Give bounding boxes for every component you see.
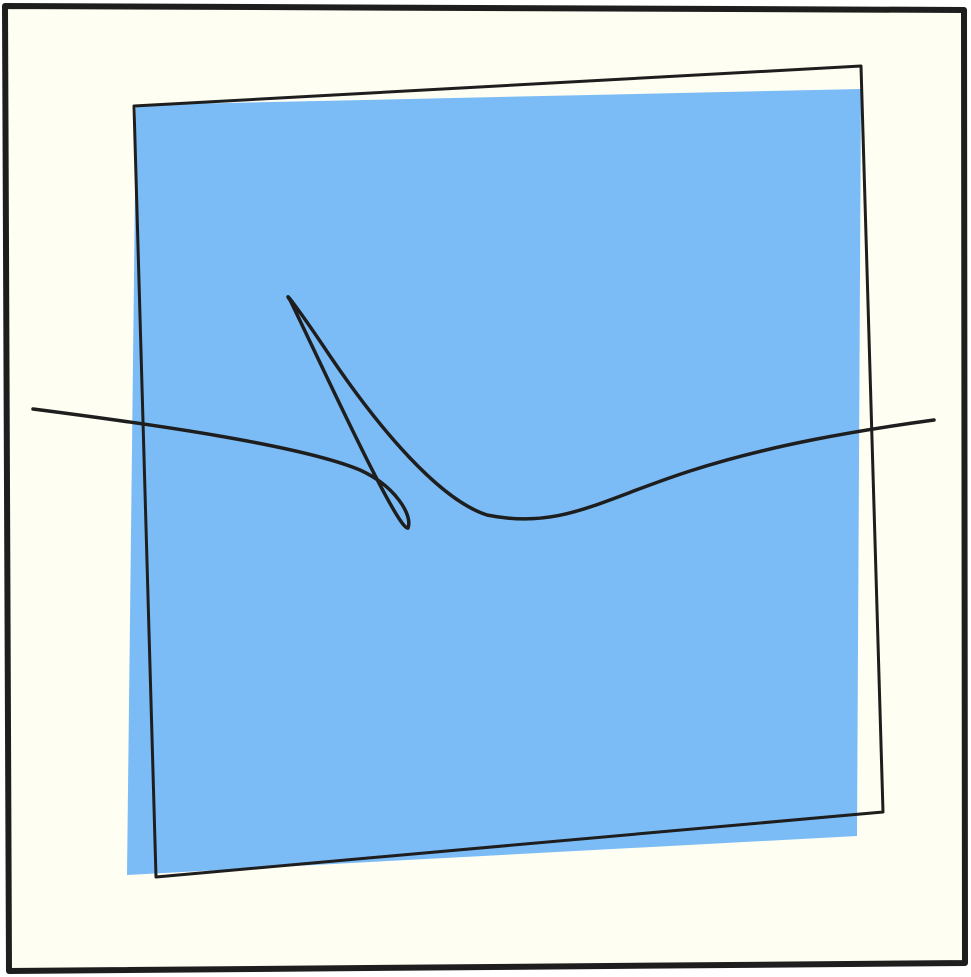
freehand-curve: [31, 295, 936, 530]
inner-rectangle-outline: [132, 64, 885, 879]
blue-fill-shape: [127, 89, 861, 875]
